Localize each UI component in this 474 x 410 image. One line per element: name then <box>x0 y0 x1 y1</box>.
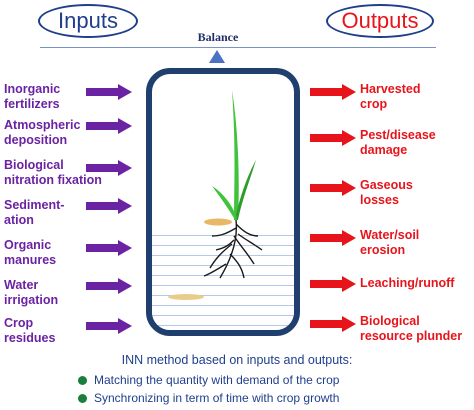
input-arrow <box>86 160 132 176</box>
output-arrow <box>310 230 356 246</box>
output-harvested-crop: Harvested crop <box>360 82 421 111</box>
method-bullet-text: Matching the quantity with demand of the… <box>94 373 340 387</box>
method-bullet-text: Synchronizing in term of time with crop … <box>94 391 340 405</box>
soil-layer <box>152 226 294 330</box>
input-water-irrigation: Water irrigation <box>4 278 59 307</box>
balance-fulcrum <box>209 50 225 63</box>
balance-label: Balance <box>197 30 239 44</box>
crop-vessel <box>146 68 300 336</box>
bullet-dot-icon <box>78 393 87 403</box>
inputs-title: Inputs <box>38 4 138 38</box>
output-arrow <box>310 84 356 100</box>
input-organic-manures: Organic manures <box>4 238 57 267</box>
method-bullet: Synchronizing in term of time with crop … <box>78 391 339 405</box>
method-bullet: Matching the quantity with demand of the… <box>78 373 339 387</box>
output-arrow <box>310 130 356 146</box>
output-biological-resource-plunder: Biological resource plunder <box>360 314 463 343</box>
input-biological-nitration-fixation: Biological nitration fixation <box>4 158 102 187</box>
input-arrow <box>86 240 132 256</box>
input-arrow <box>86 84 132 100</box>
input-arrow <box>86 278 132 294</box>
output-water-soil-erosion: Water/soil erosion <box>360 228 420 257</box>
input-atmospheric-deposition: Atmospheric deposition <box>4 118 81 147</box>
output-gaseous-losses: Gaseous losses <box>360 178 413 207</box>
method-title: INN method based on inputs and outputs: <box>121 353 353 367</box>
input-sedimentation: Sediment- ation <box>4 198 65 227</box>
output-leaching-runoff: Leaching/runoff <box>360 276 455 290</box>
outputs-title: Outputs <box>326 4 434 38</box>
plant-roots-icon <box>203 219 263 279</box>
input-crop-residues: Crop residues <box>4 316 56 345</box>
output-arrow <box>310 276 356 292</box>
crop-residue-icon <box>168 294 204 300</box>
bullet-dot-icon <box>78 375 87 385</box>
input-arrow <box>86 318 132 334</box>
balance-beam <box>40 47 436 48</box>
output-pest-disease-damage: Pest/disease damage <box>360 128 436 157</box>
input-arrow <box>86 198 132 214</box>
output-arrow <box>310 180 356 196</box>
organic-matter-icon <box>204 218 232 226</box>
plant-leaves-icon <box>212 90 256 220</box>
input-inorganic-fertilizers: Inorganic fertilizers <box>4 82 61 111</box>
input-arrow <box>86 118 132 134</box>
crop-plant-illustration <box>168 90 263 300</box>
output-arrow <box>310 316 356 332</box>
